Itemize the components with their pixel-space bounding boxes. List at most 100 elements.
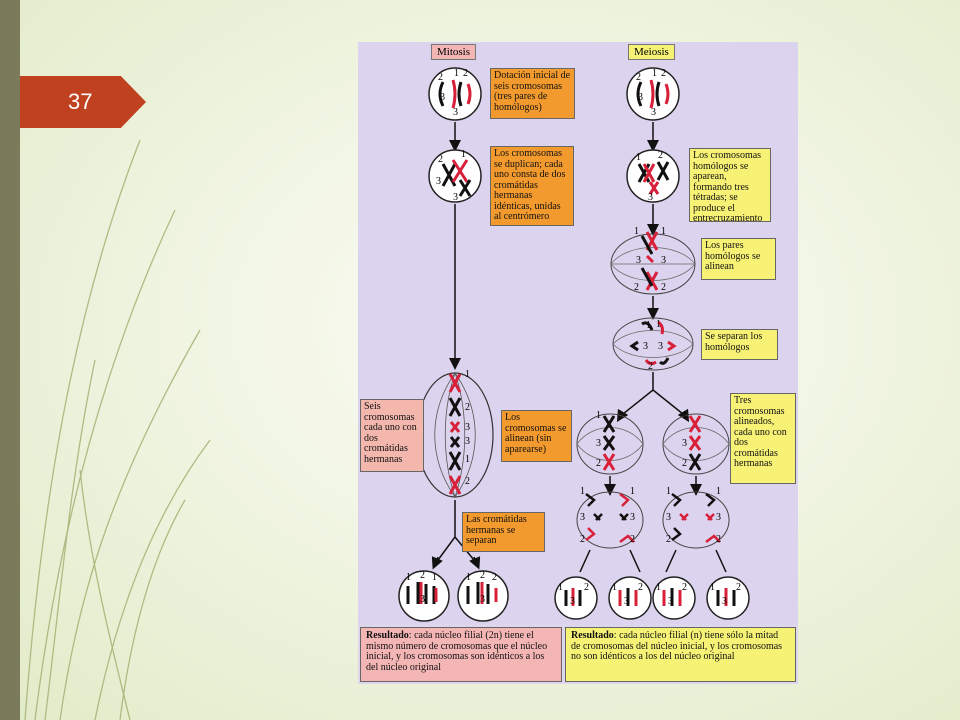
svg-text:1: 1 [656, 582, 661, 593]
svg-text:1: 1 [432, 572, 437, 583]
svg-text:3: 3 [570, 596, 575, 607]
meiosis-step-2-label: Los pares homólogos se alinean [701, 238, 776, 280]
svg-text:1: 1 [646, 320, 651, 331]
meiosis-header: Meiosis [628, 44, 675, 60]
svg-text:2: 2 [438, 154, 443, 165]
svg-text:3: 3 [716, 512, 721, 523]
svg-text:1: 1 [716, 486, 721, 497]
svg-text:2: 2 [682, 458, 687, 469]
svg-text:1: 1 [682, 410, 687, 421]
svg-text:2: 2 [736, 582, 741, 593]
svg-text:3: 3 [453, 192, 458, 203]
meiosis-cell-2: 1 2 3 [626, 149, 680, 203]
svg-text:2: 2 [682, 582, 687, 593]
svg-text:1: 1 [652, 68, 657, 79]
meiosis-step-4-label: Tres cromosomas alineados, cada uno con … [730, 393, 796, 484]
mitosis-step-4-label: Las cromátidas hermanas se separan [462, 512, 545, 552]
svg-text:3: 3 [480, 594, 485, 605]
svg-text:3: 3 [420, 594, 425, 605]
svg-text:3: 3 [465, 436, 470, 447]
mitosis-spindle: 1 2 3 3 1 2 [416, 369, 494, 498]
svg-text:2: 2 [463, 68, 468, 79]
svg-text:2: 2 [661, 68, 666, 79]
mitosis-step-2-label: Los cromosomas se duplican; cada uno con… [490, 146, 574, 226]
svg-text:3: 3 [661, 255, 666, 266]
meiosis-spindle-3-right: 1 3 2 [662, 410, 730, 475]
svg-text:2: 2 [438, 72, 443, 83]
svg-text:2: 2 [648, 361, 653, 372]
mitosis-side-label: Seis cromosomas cada uno con dos cromáti… [360, 399, 424, 472]
svg-text:2: 2 [596, 458, 601, 469]
meiosis-result-text: : cada núcleo filial (n) tiene sólo la m… [571, 630, 783, 662]
svg-text:3: 3 [636, 255, 641, 266]
mitosis-result-text: : cada núcleo filial (2n) tiene el mismo… [366, 630, 548, 673]
meiosis-step-1-label: Los cromosomas homólogos se aparean, for… [689, 148, 771, 224]
svg-text:3: 3 [651, 107, 656, 118]
svg-text:1: 1 [465, 454, 470, 465]
svg-text:1: 1 [636, 152, 641, 163]
svg-text:1: 1 [580, 486, 585, 497]
svg-text:2: 2 [658, 150, 663, 161]
meiosis-result: Resultado: cada núcleo filial (n) tiene … [565, 627, 796, 682]
svg-text:1: 1 [661, 226, 666, 237]
svg-text:1: 1 [454, 68, 459, 79]
svg-text:1: 1 [710, 582, 715, 593]
slide-sidebar-bar [0, 0, 20, 720]
slide-number-badge: 37 [20, 76, 146, 128]
svg-text:2: 2 [492, 572, 497, 583]
meiosis-result-bold: Resultado [571, 630, 614, 641]
svg-text:2: 2 [580, 534, 585, 545]
mitosis-header: Mitosis [431, 44, 477, 60]
svg-text:1: 1 [465, 369, 470, 380]
svg-text:3: 3 [436, 176, 441, 187]
svg-text:1: 1 [466, 572, 471, 583]
slide-number: 37 [68, 89, 93, 114]
svg-text:2: 2 [465, 476, 470, 487]
svg-text:3: 3 [638, 92, 643, 103]
meiosis-spindle-4-right: 1 1 3 3 2 2 [662, 486, 730, 549]
svg-text:2: 2 [465, 402, 470, 413]
svg-text:2: 2 [420, 570, 425, 581]
svg-text:1: 1 [406, 572, 411, 583]
mitosis-step-3-label: Los cromosomas se alinean (sin aparearse… [501, 410, 572, 462]
mitosis-result: Resultado: cada núcleo filial (2n) tiene… [360, 627, 562, 682]
svg-text:2: 2 [716, 534, 721, 545]
svg-text:2: 2 [634, 282, 639, 293]
svg-text:2: 2 [584, 582, 589, 593]
svg-text:3: 3 [666, 512, 671, 523]
svg-text:3: 3 [648, 192, 653, 203]
svg-text:3: 3 [668, 596, 673, 607]
svg-text:1: 1 [634, 226, 639, 237]
svg-text:2: 2 [630, 534, 635, 545]
svg-text:1: 1 [666, 486, 671, 497]
svg-text:1: 1 [656, 319, 661, 330]
meiosis-spindle-3-left: 132 [576, 410, 644, 475]
svg-text:3: 3 [658, 341, 663, 352]
svg-text:2: 2 [638, 582, 643, 593]
svg-text:3: 3 [453, 107, 458, 118]
svg-text:3: 3 [580, 512, 585, 523]
svg-text:2: 2 [480, 570, 485, 581]
svg-text:2: 2 [666, 534, 671, 545]
svg-text:3: 3 [624, 596, 629, 607]
svg-text:3: 3 [465, 422, 470, 433]
svg-text:1: 1 [612, 582, 617, 593]
svg-text:1: 1 [596, 410, 601, 421]
svg-text:1: 1 [630, 486, 635, 497]
mitosis-step-1-label: Dotación inicial de seis cromosomas (tre… [490, 68, 575, 119]
svg-text:1: 1 [558, 582, 563, 593]
meiosis-step-3-label: Se separan los homólogos [701, 329, 778, 360]
svg-text:3: 3 [643, 341, 648, 352]
svg-text:3: 3 [682, 438, 687, 449]
svg-text:1: 1 [461, 149, 466, 160]
mitosis-result-bold: Resultado [366, 630, 409, 641]
